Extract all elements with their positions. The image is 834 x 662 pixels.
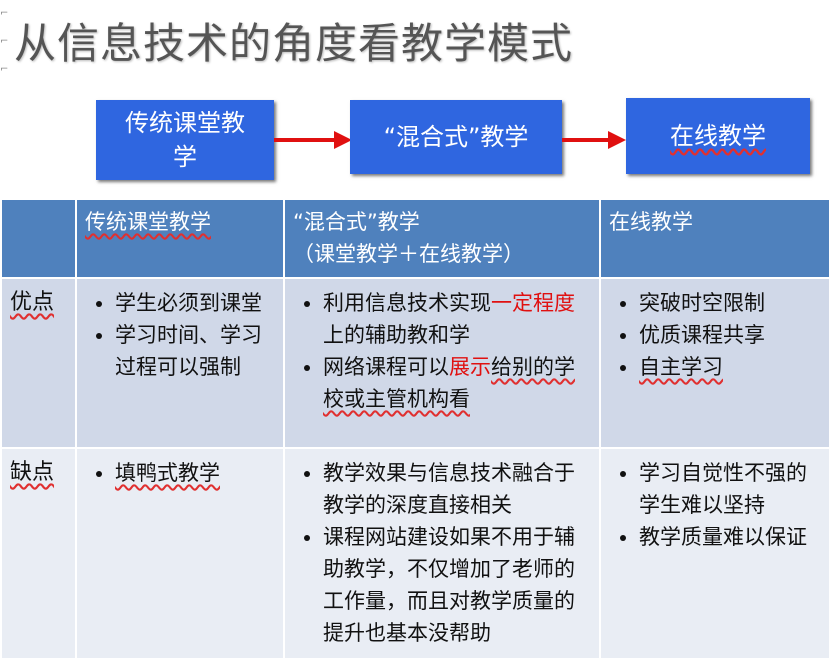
list-item: 优质课程共享 <box>639 319 821 351</box>
flow-box-traditional-line1: 传统课堂教 <box>125 109 245 137</box>
header-hybrid: “混合式”教学 （课堂教学＋在线教学） <box>284 200 601 279</box>
table-header-row: 传统课堂教学 “混合式”教学 （课堂教学＋在线教学） 在线教学 <box>2 200 831 279</box>
flow-box-hybrid: “混合式”教学 <box>350 100 562 174</box>
table-row-pros: 优点 学生必须到课堂 学习时间、学习过程可以强制 利用信息技术实现一定程度上的辅… <box>2 278 831 449</box>
comparison-table: 传统课堂教学 “混合式”教学 （课堂教学＋在线教学） 在线教学 优点 学生必须到… <box>2 200 831 660</box>
header-empty <box>2 200 77 279</box>
table-row-cons: 缺点 填鸭式教学 教学效果与信息技术融合于教学的深度直接相关 课程网站建设如果不… <box>2 448 831 660</box>
paragraph-marks: ⌐⌐⌐ <box>0 8 9 75</box>
cell-cons-traditional: 填鸭式教学 <box>76 448 285 660</box>
header-traditional: 传统课堂教学 <box>76 200 285 279</box>
list-item: 学生必须到课堂 <box>115 287 275 319</box>
list-item: 课程网站建设如果不用于辅助教学，不仅增加了老师的工作量，而且对教学质量的提升也基… <box>323 521 591 649</box>
list-item: 教学质量难以保证 <box>639 521 821 553</box>
row-label-cons: 缺点 <box>2 448 77 660</box>
header-hybrid-line2: （课堂教学＋在线教学） <box>293 242 524 266</box>
cell-cons-online: 学习自觉性不强的学生难以坚持 教学质量难以保证 <box>600 448 831 660</box>
cell-cons-hybrid: 教学效果与信息技术融合于教学的深度直接相关 课程网站建设如果不用于辅助教学，不仅… <box>284 448 601 660</box>
arrow-right-icon <box>562 131 626 149</box>
flow-box-hybrid-label: “混合式”教学 <box>383 123 529 151</box>
list-item: 利用信息技术实现一定程度上的辅助教和学 <box>323 287 591 351</box>
cell-pros-traditional: 学生必须到课堂 学习时间、学习过程可以强制 <box>76 278 285 449</box>
cell-pros-online: 突破时空限制 优质课程共享 自主学习 <box>600 278 831 449</box>
header-hybrid-line1: “混合式”教学 <box>293 210 420 234</box>
list-item: 网络课程可以展示给别的学校或主管机构看 <box>323 351 591 415</box>
flow-box-online-label: 在线教学 <box>670 122 766 150</box>
flow-box-traditional-line2: 学 <box>173 143 197 171</box>
flow-box-traditional: 传统课堂教学 <box>96 100 274 180</box>
list-item: 学习时间、学习过程可以强制 <box>115 319 275 383</box>
list-item: 教学效果与信息技术融合于教学的深度直接相关 <box>323 457 591 521</box>
page-title: 从信息技术的角度看教学模式 <box>14 19 574 68</box>
list-item: 学习自觉性不强的学生难以坚持 <box>639 457 821 521</box>
cell-pros-hybrid: 利用信息技术实现一定程度上的辅助教和学 网络课程可以展示给别的学校或主管机构看 <box>284 278 601 449</box>
list-item: 填鸭式教学 <box>115 457 275 489</box>
header-online: 在线教学 <box>600 200 831 279</box>
row-label-pros: 优点 <box>2 278 77 449</box>
flow-box-online: 在线教学 <box>626 98 810 174</box>
arrow-right-icon <box>274 131 352 149</box>
list-item: 自主学习 <box>639 351 821 383</box>
list-item: 突破时空限制 <box>639 287 821 319</box>
